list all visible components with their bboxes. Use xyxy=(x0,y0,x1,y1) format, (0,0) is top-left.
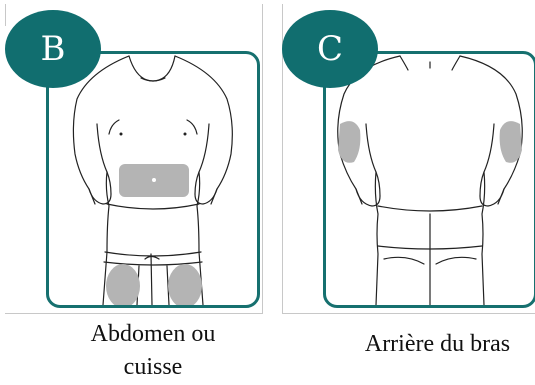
front-body-figure-icon xyxy=(49,54,257,305)
right-thigh-injection-zone xyxy=(168,264,202,305)
figure-frame-b xyxy=(46,51,260,308)
figure-frame-c xyxy=(323,51,535,308)
left-upper-arm-injection-zone xyxy=(338,121,360,163)
right-upper-arm-injection-zone xyxy=(500,121,522,163)
caption-back-arm: Arrière du bras xyxy=(340,328,535,361)
caption-abdomen-thigh: Abdomen ou cuisse xyxy=(68,318,238,384)
back-body-figure-icon xyxy=(326,54,534,305)
panel-abdomen-thigh: B xyxy=(5,4,263,314)
badge-b: B xyxy=(5,10,101,88)
badge-c: C xyxy=(282,10,378,88)
left-thigh-injection-zone xyxy=(106,264,140,305)
panel-back-arm: C xyxy=(282,4,535,314)
